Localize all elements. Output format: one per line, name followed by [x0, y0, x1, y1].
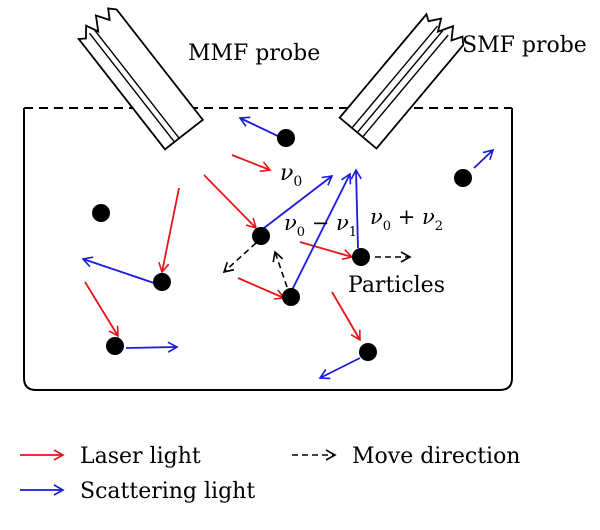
- smf-probe-label: SMF probe: [462, 33, 587, 58]
- smf-probe: [338, 12, 465, 150]
- scattering-arrow: [473, 148, 495, 169]
- nu0-plus-nu2-label: ν0 + ν2: [370, 205, 443, 234]
- particle: [277, 129, 295, 147]
- particle: [106, 337, 124, 355]
- laser-arrow: [158, 187, 180, 274]
- particle: [454, 169, 472, 187]
- laser-arrow: [84, 281, 119, 338]
- legend: Laser light Scattering light Move direct…: [20, 444, 520, 504]
- laser-arrow: [237, 277, 286, 300]
- move-arrow: [272, 250, 288, 288]
- legend-scattering: Scattering light: [20, 479, 255, 504]
- particle: [359, 343, 377, 361]
- particle: [252, 227, 270, 245]
- mmf-probe-label: MMF probe: [188, 41, 320, 66]
- particle: [352, 248, 370, 266]
- nu0-minus-nu1-label: ν0 − ν1: [284, 211, 357, 240]
- particle: [92, 204, 110, 222]
- legend-move: Move direction: [292, 444, 520, 469]
- scattering-arrow: [291, 172, 352, 291]
- scattering-arrow: [81, 256, 155, 284]
- particles-label: Particles: [348, 273, 445, 298]
- scattering-arrow: [350, 168, 362, 249]
- container: [23, 107, 513, 391]
- laser-arrows: [84, 154, 361, 342]
- mmf-probe: [77, 7, 205, 151]
- legend-laser-label: Laser light: [80, 444, 201, 469]
- particle: [282, 288, 300, 306]
- laser-arrow: [299, 241, 354, 261]
- laser-arrow: [203, 174, 258, 230]
- laser-arrow: [331, 291, 361, 342]
- move-arrow: [222, 242, 257, 274]
- laser-arrow: [231, 154, 272, 173]
- scattering-arrows: [81, 116, 495, 380]
- move-direction-arrows: [222, 242, 412, 288]
- legend-move-label: Move direction: [352, 444, 520, 469]
- scattering-arrow: [238, 116, 283, 139]
- particles: [92, 129, 472, 361]
- scattering-arrow: [125, 341, 179, 353]
- nu0-label: ν0: [280, 161, 302, 190]
- legend-laser: Laser light: [20, 444, 201, 469]
- scattering-arrow: [318, 357, 361, 380]
- scattering-arrow: [263, 174, 334, 229]
- particle: [153, 273, 171, 291]
- legend-scattering-label: Scattering light: [80, 479, 255, 504]
- container-walls: [23, 108, 513, 391]
